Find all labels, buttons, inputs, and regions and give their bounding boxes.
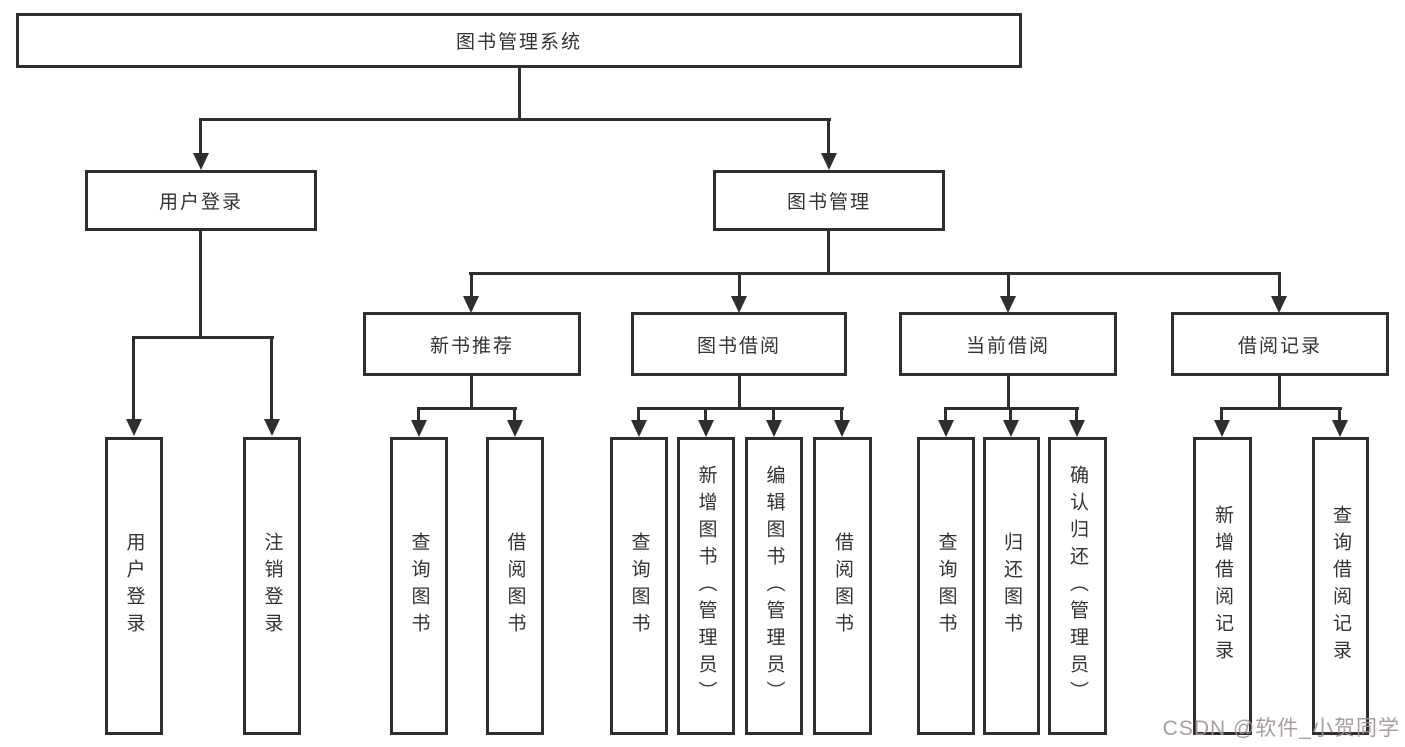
node-book-management: 图书管理 [713,170,945,231]
connector-line [637,407,640,421]
leaf-query-borrow-record: 查询借阅记录 [1312,437,1369,735]
connector-line [1007,272,1010,296]
connector-line [132,336,135,420]
leaf-label: 归还图书 [1001,532,1022,640]
arrow-down-icon [411,420,427,437]
leaf-query-books-current: 查询图书 [917,437,975,735]
connector-line [1220,407,1223,421]
connector-line [772,407,775,421]
node-book-borrow: 图书借阅 [631,312,847,376]
leaf-borrow-books: 借阅图书 [813,437,872,735]
arrow-down-icon [507,420,523,437]
connector-line [270,336,273,420]
leaf-label: 注销登录 [261,532,283,640]
leaf-edit-book-admin: 编辑图书（管理员） [745,437,803,735]
connector-line [827,231,830,275]
arrow-down-icon [1069,420,1085,437]
arrow-down-icon [938,420,954,437]
leaf-label: 查询图书 [408,532,430,640]
leaf-query-books-recommend: 查询图书 [390,437,448,735]
leaf-label: 借阅图书 [504,532,526,640]
node-borrow-records: 借阅记录 [1171,312,1389,376]
arrow-down-icon [1003,420,1019,437]
node-library-system: 图书管理系统 [16,13,1022,68]
leaf-label: 用户登录 [123,532,145,640]
connector-line [840,407,843,421]
leaf-label: 查询借阅记录 [1330,505,1351,667]
node-current-borrow: 当前借阅 [899,312,1117,376]
connector-line [704,407,707,421]
arrow-down-icon [463,296,479,313]
leaf-label: 编辑图书（管理员） [763,464,785,708]
leaf-add-borrow-record: 新增借阅记录 [1193,437,1252,735]
connector-line [513,407,516,421]
leaf-label: 确认归还（管理员） [1067,464,1088,708]
connector-line [1278,376,1281,407]
arrow-down-icon [264,419,280,436]
leaf-logout: 注销登录 [243,437,301,735]
arrow-down-icon [766,420,782,437]
leaf-add-book-admin: 新增图书（管理员） [677,437,735,735]
leaf-label: 查询图书 [628,532,650,640]
node-user-login: 用户登录 [85,170,317,231]
arrow-down-icon [1332,420,1348,437]
leaf-label: 借阅图书 [832,532,853,640]
connector-line [944,407,947,421]
arrow-down-icon [731,296,747,313]
node-new-book-recommend: 新书推荐 [363,312,581,376]
connector-line [1007,376,1010,407]
connector-line [738,272,741,296]
connector-line [199,118,831,121]
leaf-query-books-borrow: 查询图书 [610,437,668,735]
connector-line [1278,272,1281,296]
connector-line [1009,407,1012,421]
leaf-return-book: 归还图书 [983,437,1040,735]
connector-line [417,407,517,410]
leaf-label: 新增借阅记录 [1212,505,1233,667]
arrow-down-icon [834,420,850,437]
connector-line [1075,407,1078,421]
arrow-down-icon [193,153,209,170]
connector-line [199,118,202,154]
connector-line [738,376,741,407]
watermark: CSDN @软件_小贺同学 [1162,717,1400,740]
arrow-down-icon [1214,420,1230,437]
connector-line [132,336,274,339]
leaf-label: 查询图书 [935,532,957,640]
connector-line [199,231,202,336]
leaf-user-login: 用户登录 [105,437,163,735]
arrow-down-icon [1000,296,1016,313]
leaf-label: 新增图书（管理员） [695,464,717,708]
arrow-down-icon [821,153,837,170]
arrow-down-icon [1271,296,1287,313]
connector-line [469,272,1281,275]
arrow-down-icon [698,420,714,437]
connector-line [1338,407,1341,421]
connector-line [1220,407,1342,410]
connector-line [417,407,420,421]
connector-line [470,376,473,407]
connector-line [518,68,521,118]
connector-line [470,272,473,296]
leaf-borrow-books-recommend: 借阅图书 [486,437,544,735]
arrow-down-icon [126,419,142,436]
leaf-confirm-return-admin: 确认归还（管理员） [1048,437,1107,735]
connector-line [827,118,830,154]
connector-line [637,407,844,410]
arrow-down-icon [631,420,647,437]
